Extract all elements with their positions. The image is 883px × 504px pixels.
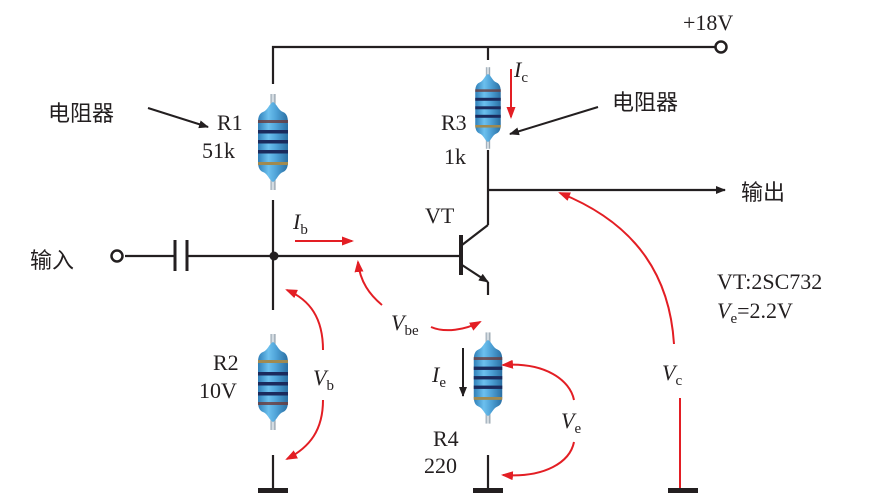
supply-terminal[interactable] — [714, 40, 728, 54]
vbe-arrow-left — [354, 260, 383, 306]
vb-label: Vb — [313, 365, 334, 394]
r1-name: R1 — [217, 110, 243, 135]
resistor-r3[interactable] — [475, 67, 501, 149]
ib-label: Ib — [292, 209, 308, 238]
wiring — [125, 45, 726, 490]
input-label: 输入 — [30, 249, 74, 274]
ground-r4 — [473, 488, 503, 493]
input-terminal[interactable] — [110, 249, 124, 263]
ie-label: Ie — [431, 362, 446, 391]
transistor-vt[interactable] — [459, 224, 489, 283]
ground-r2 — [258, 488, 288, 493]
r3-value: 1k — [444, 144, 466, 169]
junction-dot — [269, 251, 279, 261]
r4-value: 220 — [424, 453, 457, 478]
vbe-label: Vbe — [391, 310, 419, 339]
ve-value-note: Ve=2.2V — [717, 298, 793, 327]
callout-left-label: 电阻器 — [48, 102, 114, 127]
resistor-r1[interactable] — [258, 94, 288, 190]
transistor-label: VT — [425, 203, 455, 228]
output-label: 输出 — [741, 181, 785, 206]
supply-label: +18V — [683, 10, 733, 35]
transistor-collector — [461, 224, 489, 246]
callout-right-arrow — [509, 106, 599, 136]
vbe-arrow-right — [430, 321, 482, 332]
vc-label: Vc — [662, 360, 682, 389]
callout-right-label: 电阻器 — [612, 91, 678, 116]
transistor-part-note: VT:2SC732 — [717, 269, 822, 294]
ve-label: Ve — [561, 408, 581, 437]
ground-vc — [668, 488, 698, 493]
r2-name: R2 — [213, 350, 239, 375]
vb-arrow-bottom — [285, 399, 324, 460]
ic-label: Ic — [513, 57, 528, 86]
r3-name: R3 — [441, 110, 467, 135]
ve-arrow-bottom — [501, 441, 575, 481]
r2-value: 10V — [199, 378, 237, 403]
callout-left-arrow — [147, 107, 209, 129]
resistor-r2[interactable] — [258, 334, 288, 430]
vb-arrow-top — [285, 289, 324, 351]
r1-value: 51k — [202, 138, 235, 163]
supply-rail — [271, 45, 715, 84]
vc-arrow — [558, 192, 675, 345]
r4-name: R4 — [433, 426, 459, 451]
ve-arrow-top — [501, 359, 575, 401]
resistor-r4[interactable] — [473, 332, 503, 424]
transistor-emitter — [461, 264, 489, 283]
